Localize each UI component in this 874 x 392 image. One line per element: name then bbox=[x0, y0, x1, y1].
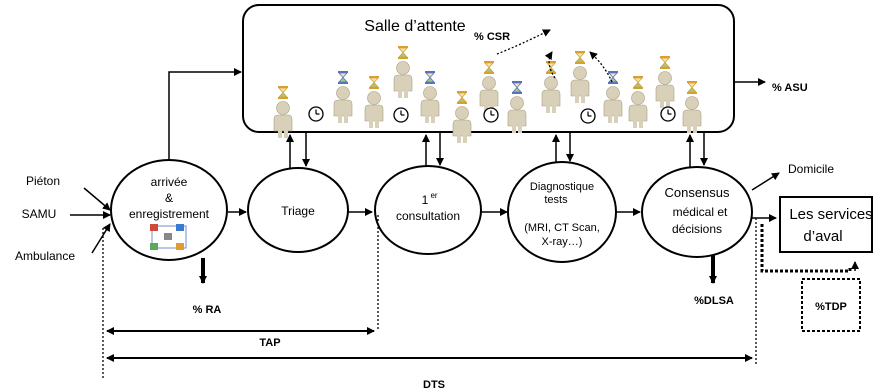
csr-dotted-arrows bbox=[496, 29, 613, 83]
waiting-room-title: Salle d’attente bbox=[364, 18, 466, 35]
clock-icon bbox=[393, 107, 409, 123]
input-samu: SAMU bbox=[22, 207, 57, 221]
hourglass-icon bbox=[398, 46, 408, 59]
hourglass-icon bbox=[425, 71, 435, 84]
hourglass-icon bbox=[278, 86, 288, 99]
metric-asu: % ASU bbox=[772, 82, 808, 94]
patient-figure-icon bbox=[655, 56, 675, 108]
clock-icon bbox=[580, 108, 596, 124]
arrival-to-waiting-arrow bbox=[168, 68, 242, 160]
input-ambulance: Ambulance bbox=[15, 249, 75, 263]
clock-icon bbox=[483, 107, 499, 123]
patient-figure-icon bbox=[420, 71, 440, 123]
hourglass-icon bbox=[369, 76, 379, 89]
patient-figure-icon bbox=[393, 46, 413, 98]
svg-text:Triage: Triage bbox=[281, 204, 315, 218]
hourglass-icon bbox=[687, 81, 697, 94]
stage-triage: Triage bbox=[247, 167, 349, 253]
svg-text:Diagnostique: Diagnostique bbox=[530, 181, 594, 193]
interval-tap: TAP bbox=[259, 337, 280, 349]
svg-text:Les services: Les services bbox=[789, 206, 872, 223]
tdp-dotted-path bbox=[760, 224, 852, 273]
patient-figure-icon bbox=[570, 51, 590, 103]
hourglass-icon bbox=[338, 71, 348, 84]
svg-text:(MRI, CT Scan,: (MRI, CT Scan, bbox=[524, 222, 600, 234]
interval-dts: DTS bbox=[423, 379, 445, 391]
svg-text:X-ray…): X-ray…) bbox=[542, 236, 583, 248]
patients-group bbox=[273, 46, 702, 143]
svg-text:tests: tests bbox=[544, 194, 568, 206]
patient-figure-icon bbox=[479, 61, 499, 113]
svg-text:Consensus: Consensus bbox=[664, 185, 730, 200]
patient-figure-icon bbox=[273, 86, 293, 138]
metric-csr: % CSR bbox=[474, 31, 510, 43]
svg-text:consultation: consultation bbox=[396, 209, 460, 223]
metric-ra: % RA bbox=[193, 304, 222, 316]
svg-text:décisions: décisions bbox=[672, 222, 722, 236]
input-arrows bbox=[70, 187, 111, 254]
stage-diagnostic: Diagnostique tests (MRI, CT Scan, X-ray…… bbox=[507, 161, 617, 263]
patient-figure-icon bbox=[452, 91, 472, 143]
svg-text:arrivée: arrivée bbox=[151, 175, 188, 189]
hourglass-icon bbox=[575, 51, 585, 64]
metric-dlsa: %DLSA bbox=[694, 295, 734, 307]
hourglass-icon bbox=[484, 61, 494, 74]
stage-arrival: arrivée & enregistrement bbox=[110, 159, 228, 261]
stage-consensus: Consensus médical et décisions bbox=[641, 166, 753, 258]
outcome-downstream-box: Les services d’aval bbox=[779, 196, 873, 253]
hourglass-icon bbox=[633, 76, 643, 89]
stage-consultation: 1 er consultation bbox=[374, 165, 482, 255]
svg-text:d’aval: d’aval bbox=[803, 228, 842, 245]
patient-figure-icon bbox=[682, 81, 702, 133]
clock-icon bbox=[308, 106, 324, 122]
patient-figure-icon bbox=[541, 61, 561, 113]
outcome-home: Domicile bbox=[788, 162, 834, 176]
svg-text:médical et: médical et bbox=[673, 205, 728, 219]
clock-icon bbox=[660, 106, 676, 122]
hourglass-icon bbox=[457, 91, 467, 104]
metric-tdp: %TDP bbox=[815, 301, 847, 313]
registration-icon bbox=[150, 224, 187, 250]
patient-figure-icon bbox=[507, 81, 527, 133]
patient-figure-icon bbox=[364, 76, 384, 128]
svg-text:&: & bbox=[165, 191, 173, 205]
hourglass-icon bbox=[660, 56, 670, 69]
patient-figure-icon bbox=[628, 76, 648, 128]
waiting-room: Salle d’attente bbox=[242, 4, 735, 143]
svg-text:enregistrement: enregistrement bbox=[129, 207, 210, 221]
svg-text:1: 1 bbox=[422, 193, 429, 207]
svg-text:er: er bbox=[430, 191, 437, 200]
patient-figure-icon bbox=[333, 71, 353, 123]
hourglass-icon bbox=[512, 81, 522, 94]
home-arrow bbox=[751, 172, 780, 191]
input-pieton: Piéton bbox=[26, 174, 60, 188]
